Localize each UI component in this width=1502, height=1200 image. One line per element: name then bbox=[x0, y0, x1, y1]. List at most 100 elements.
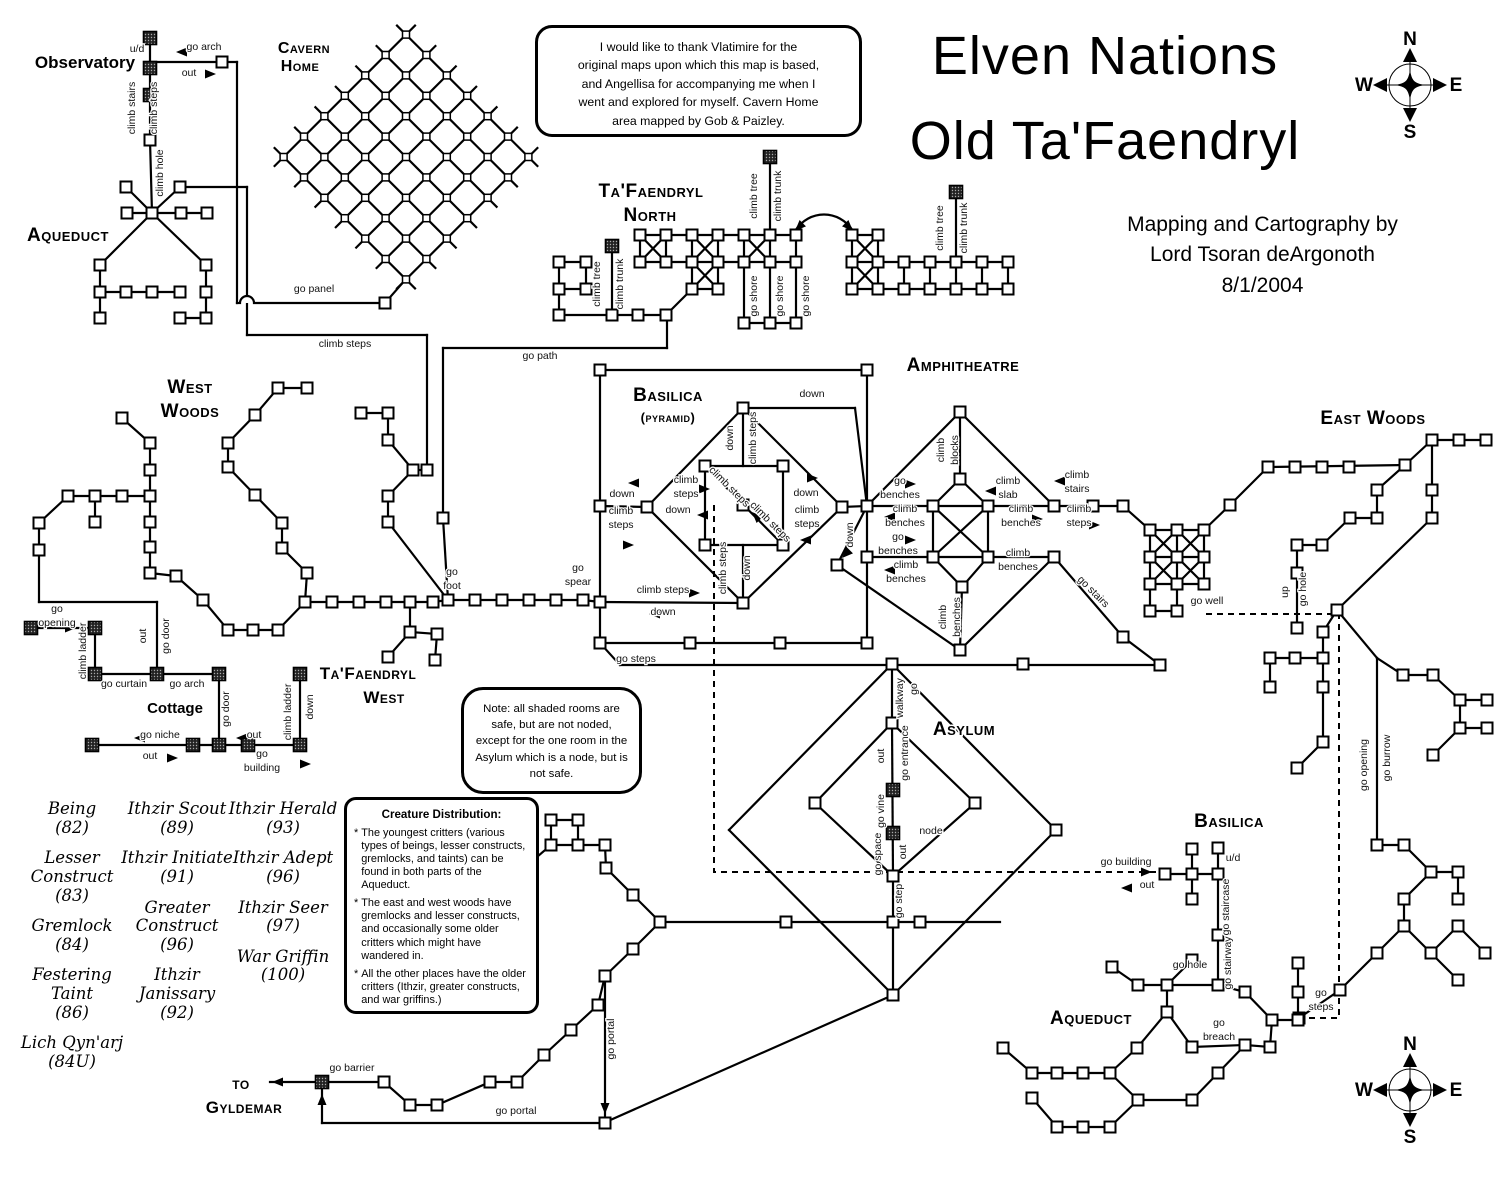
direction-arrow bbox=[1089, 520, 1100, 530]
map-room bbox=[300, 381, 314, 395]
map-room bbox=[1050, 1066, 1064, 1080]
path-label: opening bbox=[38, 617, 76, 629]
path-label: benches bbox=[885, 517, 925, 529]
map-room bbox=[1288, 460, 1302, 474]
creature-level: (86) bbox=[55, 1002, 89, 1022]
path-label: climb ladder bbox=[282, 683, 294, 740]
map-room bbox=[1343, 511, 1357, 525]
map-room bbox=[845, 282, 859, 296]
map-room bbox=[381, 433, 395, 447]
map-room bbox=[953, 472, 967, 486]
map-room bbox=[1291, 1013, 1305, 1027]
compass-letter: E bbox=[1450, 75, 1463, 96]
map-room bbox=[598, 1116, 612, 1130]
map-room bbox=[248, 408, 262, 422]
map-room bbox=[1185, 1040, 1199, 1054]
map-room bbox=[571, 838, 585, 852]
map-room bbox=[737, 255, 751, 269]
map-room bbox=[593, 499, 607, 513]
map-room bbox=[923, 255, 937, 269]
map-room bbox=[1451, 892, 1465, 906]
path-label: node bbox=[919, 825, 943, 837]
area-label: Woods bbox=[161, 401, 220, 422]
map-room bbox=[544, 838, 558, 852]
map-room bbox=[340, 132, 350, 141]
direction-arrow bbox=[752, 512, 763, 523]
path-label: go burrow bbox=[1381, 734, 1393, 781]
map-room bbox=[169, 569, 183, 583]
map-room bbox=[1453, 693, 1467, 707]
map-room bbox=[1290, 538, 1304, 552]
map-path-line bbox=[853, 406, 869, 508]
map-room bbox=[605, 308, 619, 322]
path-label: go niche bbox=[140, 729, 180, 741]
map-room bbox=[426, 595, 440, 609]
path-label: climb steps bbox=[637, 584, 690, 596]
map-safe-room bbox=[87, 666, 103, 682]
creature-name: Festering Taint bbox=[32, 965, 112, 1004]
compass-pointer bbox=[1433, 1083, 1447, 1097]
map-room bbox=[401, 275, 411, 284]
area-label: to bbox=[232, 1074, 249, 1093]
map-safe-room bbox=[292, 666, 308, 682]
map-room bbox=[1016, 657, 1030, 671]
map-room bbox=[1291, 956, 1305, 970]
map-room bbox=[510, 1075, 524, 1089]
path-label: up bbox=[1279, 586, 1291, 598]
map-path-line bbox=[150, 211, 208, 267]
path-label: benches bbox=[880, 489, 920, 501]
map-room bbox=[1103, 1120, 1117, 1134]
map-room bbox=[462, 213, 472, 223]
map-room bbox=[1143, 523, 1157, 537]
area-label: Ta'Faendryl bbox=[320, 664, 417, 683]
path-label: foot bbox=[443, 580, 461, 592]
map-path-line bbox=[813, 801, 895, 878]
direction-arrow bbox=[628, 478, 639, 488]
map-room bbox=[93, 311, 107, 325]
area-label: East Woods bbox=[1320, 408, 1425, 429]
map-room bbox=[845, 228, 859, 242]
map-room bbox=[145, 206, 159, 220]
direction-arrow bbox=[689, 588, 700, 598]
map-room bbox=[949, 282, 963, 296]
area-label: Aqueduct bbox=[1050, 1008, 1132, 1029]
path-label: go bbox=[892, 531, 904, 543]
map-path-line bbox=[1297, 988, 1342, 1020]
map-path-line bbox=[741, 505, 844, 605]
path-crossing-bump bbox=[238, 294, 256, 304]
thanks-line: area mapped by Gob & Paizley. bbox=[612, 113, 785, 128]
map-room bbox=[626, 942, 640, 956]
direction-arrow bbox=[65, 623, 76, 633]
map-room bbox=[221, 436, 235, 450]
safety-line: except for the one room in the bbox=[475, 735, 628, 748]
map-room bbox=[1116, 630, 1130, 644]
distribution-title: Creature Distribution: bbox=[381, 808, 502, 821]
map-room bbox=[860, 550, 874, 564]
map-room bbox=[1047, 499, 1061, 513]
map-safe-room bbox=[240, 737, 256, 753]
creature-name: Lich Qyn'arj bbox=[20, 1033, 124, 1053]
cartography-credit: Mapping and Cartography by Lord Tsoran d… bbox=[1080, 210, 1445, 301]
map-room bbox=[1170, 604, 1184, 618]
direction-arrow bbox=[1141, 867, 1152, 877]
map-room bbox=[200, 206, 214, 220]
map-room bbox=[143, 540, 157, 554]
path-label: go steps bbox=[616, 653, 656, 665]
map-room bbox=[981, 550, 995, 564]
map-path-line bbox=[931, 504, 990, 559]
path-label: walkway bbox=[894, 677, 906, 718]
map-room bbox=[320, 193, 329, 203]
path-label: go entrance bbox=[899, 725, 911, 781]
map-safe-room bbox=[149, 666, 165, 682]
map-room bbox=[360, 234, 370, 243]
map-room bbox=[1211, 1066, 1225, 1080]
map-room bbox=[1263, 680, 1277, 694]
path-label: down bbox=[650, 606, 675, 618]
distribution-bullet: * The youngest critters (various types o… bbox=[354, 827, 529, 892]
map-room bbox=[401, 71, 411, 80]
map-room bbox=[773, 636, 787, 650]
map-room bbox=[1025, 1066, 1039, 1080]
map-room bbox=[1397, 919, 1411, 933]
path-label: out bbox=[897, 845, 909, 860]
map-room bbox=[1185, 842, 1199, 856]
